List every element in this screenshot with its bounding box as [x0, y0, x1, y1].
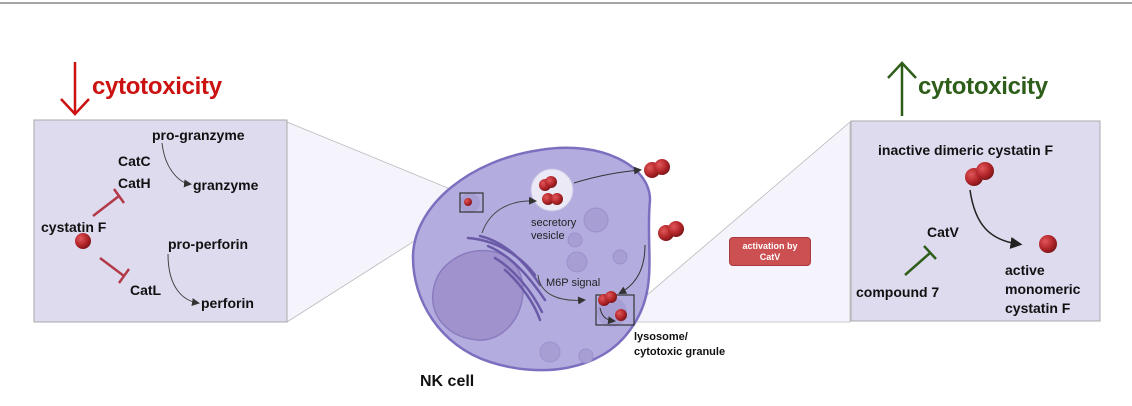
up-arrow-icon: [887, 61, 917, 116]
label-pro-perforin: pro-perforin: [168, 236, 249, 252]
label-catv: CatV: [927, 224, 959, 240]
left-heading: cytotoxicity: [92, 73, 222, 100]
inhibit-catv-icon: [904, 245, 937, 276]
secretion-arrow: [573, 166, 642, 184]
down-arrow-icon: [60, 62, 90, 116]
label-catl: CatL: [130, 282, 162, 298]
label-m6p-signal: M6P signal: [546, 277, 601, 289]
right-heading: cytotoxicity: [918, 73, 1048, 100]
label-secretory-vesicle: secretory vesicle: [531, 217, 577, 242]
granzyme-arrow: [161, 142, 192, 188]
zoom-source-left: [459, 192, 484, 213]
endoplasmic-reticulum: [466, 234, 547, 322]
inactive-dimer: [965, 162, 994, 186]
label-granzyme: granzyme: [193, 177, 259, 193]
left-panel-box: [33, 119, 288, 323]
cystatin-f-monomer: [75, 233, 91, 249]
secreted-dimer: [644, 159, 670, 178]
right-zoom-cone: [632, 121, 851, 323]
activation-badge: activation by CatV: [729, 237, 811, 266]
activation-arrow: [969, 189, 1023, 249]
label-compound-7: compound 7: [856, 284, 940, 300]
active-monomer: [1039, 235, 1057, 253]
inhibit-catl-icon: [99, 257, 131, 284]
label-inactive-dimer: inactive dimeric cystatin F: [878, 142, 1054, 158]
label-cystatin-f: cystatin F: [41, 219, 107, 235]
right-panel-box: [850, 120, 1101, 322]
inhibit-catc-cath-icon: [92, 188, 126, 217]
perforin-arrow: [167, 253, 200, 307]
label-perforin: perforin: [201, 295, 254, 311]
top-divider: [0, 2, 1132, 4]
label-nk-cell: NK cell: [420, 373, 475, 390]
uptake-arrow: [618, 244, 646, 294]
label-cath: CatH: [118, 175, 151, 191]
m6p-arrow: [537, 274, 586, 305]
label-catc: CatC: [118, 153, 151, 169]
label-lysosome: lysosome/ cytotoxic granule: [634, 331, 726, 358]
label-active-monomer: active monomeric cystatin F: [1005, 262, 1081, 316]
extracellular-dimer: [658, 221, 684, 241]
label-pro-granzyme: pro-granzyme: [152, 127, 245, 143]
secretory-vesicle: [530, 168, 574, 212]
er-to-vesicle-arrow: [481, 196, 537, 234]
nk-cell: [411, 146, 652, 372]
